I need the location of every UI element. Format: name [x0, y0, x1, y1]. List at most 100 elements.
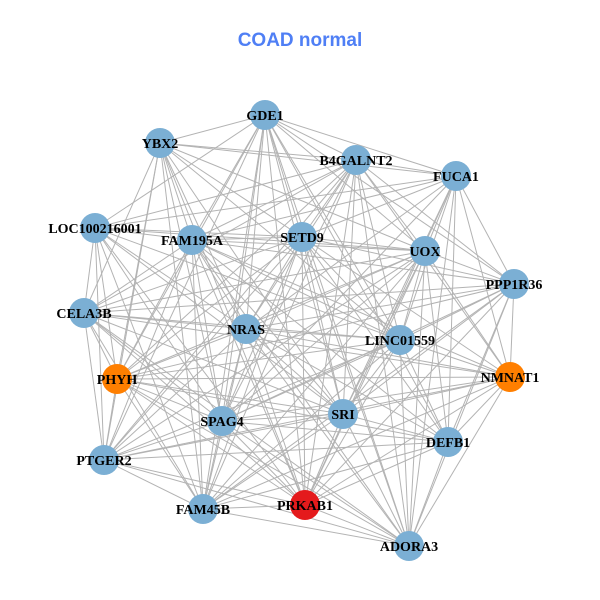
edge — [408, 441, 449, 547]
edge — [191, 239, 306, 506]
edge — [94, 227, 247, 330]
edge — [103, 250, 426, 461]
node-setd9[interactable]: SETD9 — [280, 222, 324, 252]
edge — [304, 159, 357, 506]
edge — [83, 312, 344, 415]
node-label: UOX — [409, 245, 440, 260]
node-label: LOC100216001 — [48, 222, 141, 237]
edge — [159, 142, 344, 415]
edge — [83, 312, 223, 422]
edge — [103, 459, 306, 506]
node-gde1[interactable]: GDE1 — [246, 100, 284, 130]
node-label: NMNAT1 — [481, 371, 540, 386]
node-b4galnt2[interactable]: B4GALNT2 — [319, 145, 393, 175]
edge — [191, 159, 357, 241]
node-label: LINC01559 — [365, 334, 435, 349]
edge — [202, 508, 410, 547]
node-adora3[interactable]: ADORA3 — [380, 531, 438, 561]
node-label: SPAG4 — [200, 415, 243, 430]
edge — [301, 236, 449, 443]
edge — [83, 250, 426, 314]
edge — [103, 376, 511, 461]
edge — [94, 227, 344, 415]
edge — [301, 236, 511, 378]
node-prkab1[interactable]: PRKAB1 — [277, 490, 333, 520]
edge — [159, 142, 357, 161]
node-cela3b[interactable]: CELA3B — [56, 298, 112, 328]
edge — [424, 250, 449, 443]
edge — [103, 420, 223, 461]
node-label: GDE1 — [246, 109, 283, 124]
chart-title: COAD normal — [237, 30, 363, 51]
edge — [355, 159, 410, 547]
edge — [264, 114, 303, 238]
edge — [191, 239, 511, 378]
edge — [399, 339, 449, 443]
edge — [301, 236, 344, 415]
node-circle — [328, 399, 358, 429]
edge — [103, 459, 204, 510]
edge — [83, 239, 193, 314]
node-label: NRAS — [227, 323, 265, 338]
edge — [408, 175, 457, 547]
edge — [202, 114, 266, 510]
edge — [116, 378, 449, 443]
edge — [342, 413, 410, 547]
edge — [159, 142, 426, 252]
node-fam195a[interactable]: FAM195A — [161, 225, 224, 255]
node-linc01559[interactable]: LINC01559 — [365, 325, 435, 355]
edge — [83, 312, 410, 547]
edge — [304, 283, 515, 506]
node-nras[interactable]: NRAS — [227, 314, 265, 344]
node-ppp1r36[interactable]: PPP1R36 — [486, 269, 543, 299]
edge — [83, 312, 204, 510]
edge — [245, 236, 303, 330]
edge — [103, 413, 344, 461]
node-defb1[interactable]: DEFB1 — [426, 427, 470, 457]
edge — [301, 236, 426, 252]
edge — [202, 236, 303, 510]
edge — [191, 239, 223, 422]
edge — [355, 159, 457, 177]
node-circle — [250, 100, 280, 130]
node-circle — [385, 325, 415, 355]
edge — [355, 159, 426, 252]
node-label: DEFB1 — [426, 436, 470, 451]
node-spag4[interactable]: SPAG4 — [200, 406, 244, 436]
node-fuca1[interactable]: FUCA1 — [433, 161, 479, 191]
edge — [304, 376, 511, 506]
node-label: SRI — [331, 408, 354, 423]
edge — [191, 239, 515, 285]
node-loc100216001[interactable]: LOC100216001 — [48, 213, 142, 243]
node-ybx2[interactable]: YBX2 — [142, 128, 179, 158]
node-fam45b[interactable]: FAM45B — [176, 494, 230, 524]
edge — [202, 339, 401, 510]
edge — [116, 378, 204, 510]
edge — [103, 239, 193, 461]
edge — [342, 175, 457, 415]
node-circle — [188, 494, 218, 524]
node-ptger2[interactable]: PTGER2 — [76, 445, 132, 475]
edge — [245, 283, 515, 330]
node-uox[interactable]: UOX — [409, 236, 441, 266]
edge — [202, 441, 449, 510]
edge — [94, 227, 118, 380]
edge — [159, 142, 193, 241]
edge — [342, 339, 401, 415]
node-sri[interactable]: SRI — [328, 399, 358, 429]
edge — [264, 114, 457, 177]
edge — [221, 413, 344, 422]
edge — [202, 376, 511, 510]
node-label: FUCA1 — [433, 170, 479, 185]
edge — [424, 250, 515, 285]
edge — [116, 376, 511, 380]
edge — [301, 236, 401, 341]
node-phyh[interactable]: PHYH — [97, 364, 138, 394]
node-label: SETD9 — [280, 231, 324, 246]
node-nmnat1[interactable]: NMNAT1 — [481, 362, 540, 392]
edge — [159, 142, 457, 177]
edge — [191, 239, 247, 330]
node-label: PHYH — [97, 373, 138, 388]
